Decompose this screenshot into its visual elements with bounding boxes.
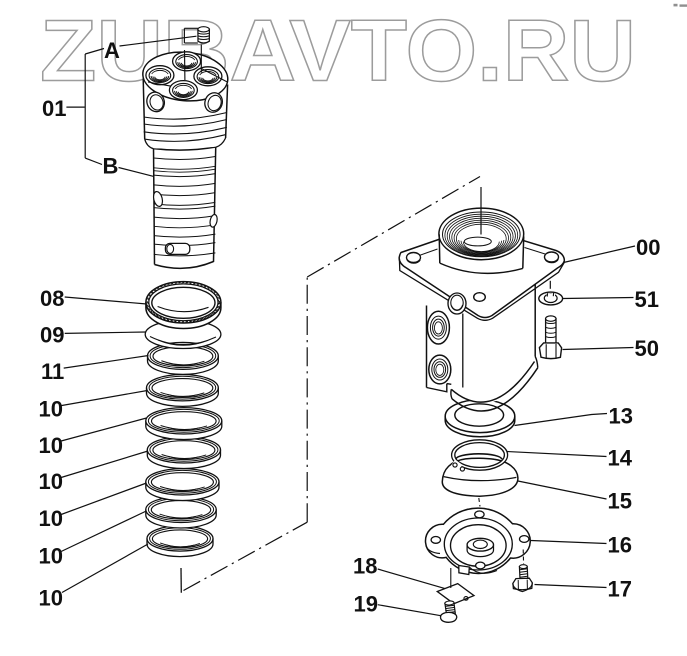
svg-text:08: 08	[40, 286, 64, 311]
svg-text:09: 09	[40, 323, 64, 348]
svg-text:16: 16	[608, 533, 632, 558]
svg-text:10: 10	[39, 469, 63, 494]
svg-text:A: A	[104, 38, 120, 63]
svg-text:B: B	[103, 154, 119, 179]
svg-text:00: 00	[636, 235, 660, 260]
svg-text:10: 10	[39, 544, 63, 569]
svg-text:18: 18	[353, 554, 377, 579]
svg-text:11: 11	[41, 359, 64, 384]
svg-text:ZUBAVTO.RU: ZUBAVTO.RU	[40, 3, 636, 100]
svg-text:13: 13	[609, 404, 633, 429]
svg-text:01: 01	[42, 96, 66, 121]
svg-text:51: 51	[635, 287, 659, 312]
svg-text:17: 17	[608, 577, 632, 602]
svg-text:15: 15	[608, 489, 632, 514]
svg-text:10: 10	[39, 506, 63, 531]
svg-text:10: 10	[39, 397, 63, 422]
svg-text:14: 14	[608, 446, 633, 471]
svg-text:10: 10	[39, 433, 63, 458]
svg-text:19: 19	[354, 591, 378, 616]
svg-text:10: 10	[39, 586, 63, 611]
svg-text:50: 50	[635, 336, 659, 361]
